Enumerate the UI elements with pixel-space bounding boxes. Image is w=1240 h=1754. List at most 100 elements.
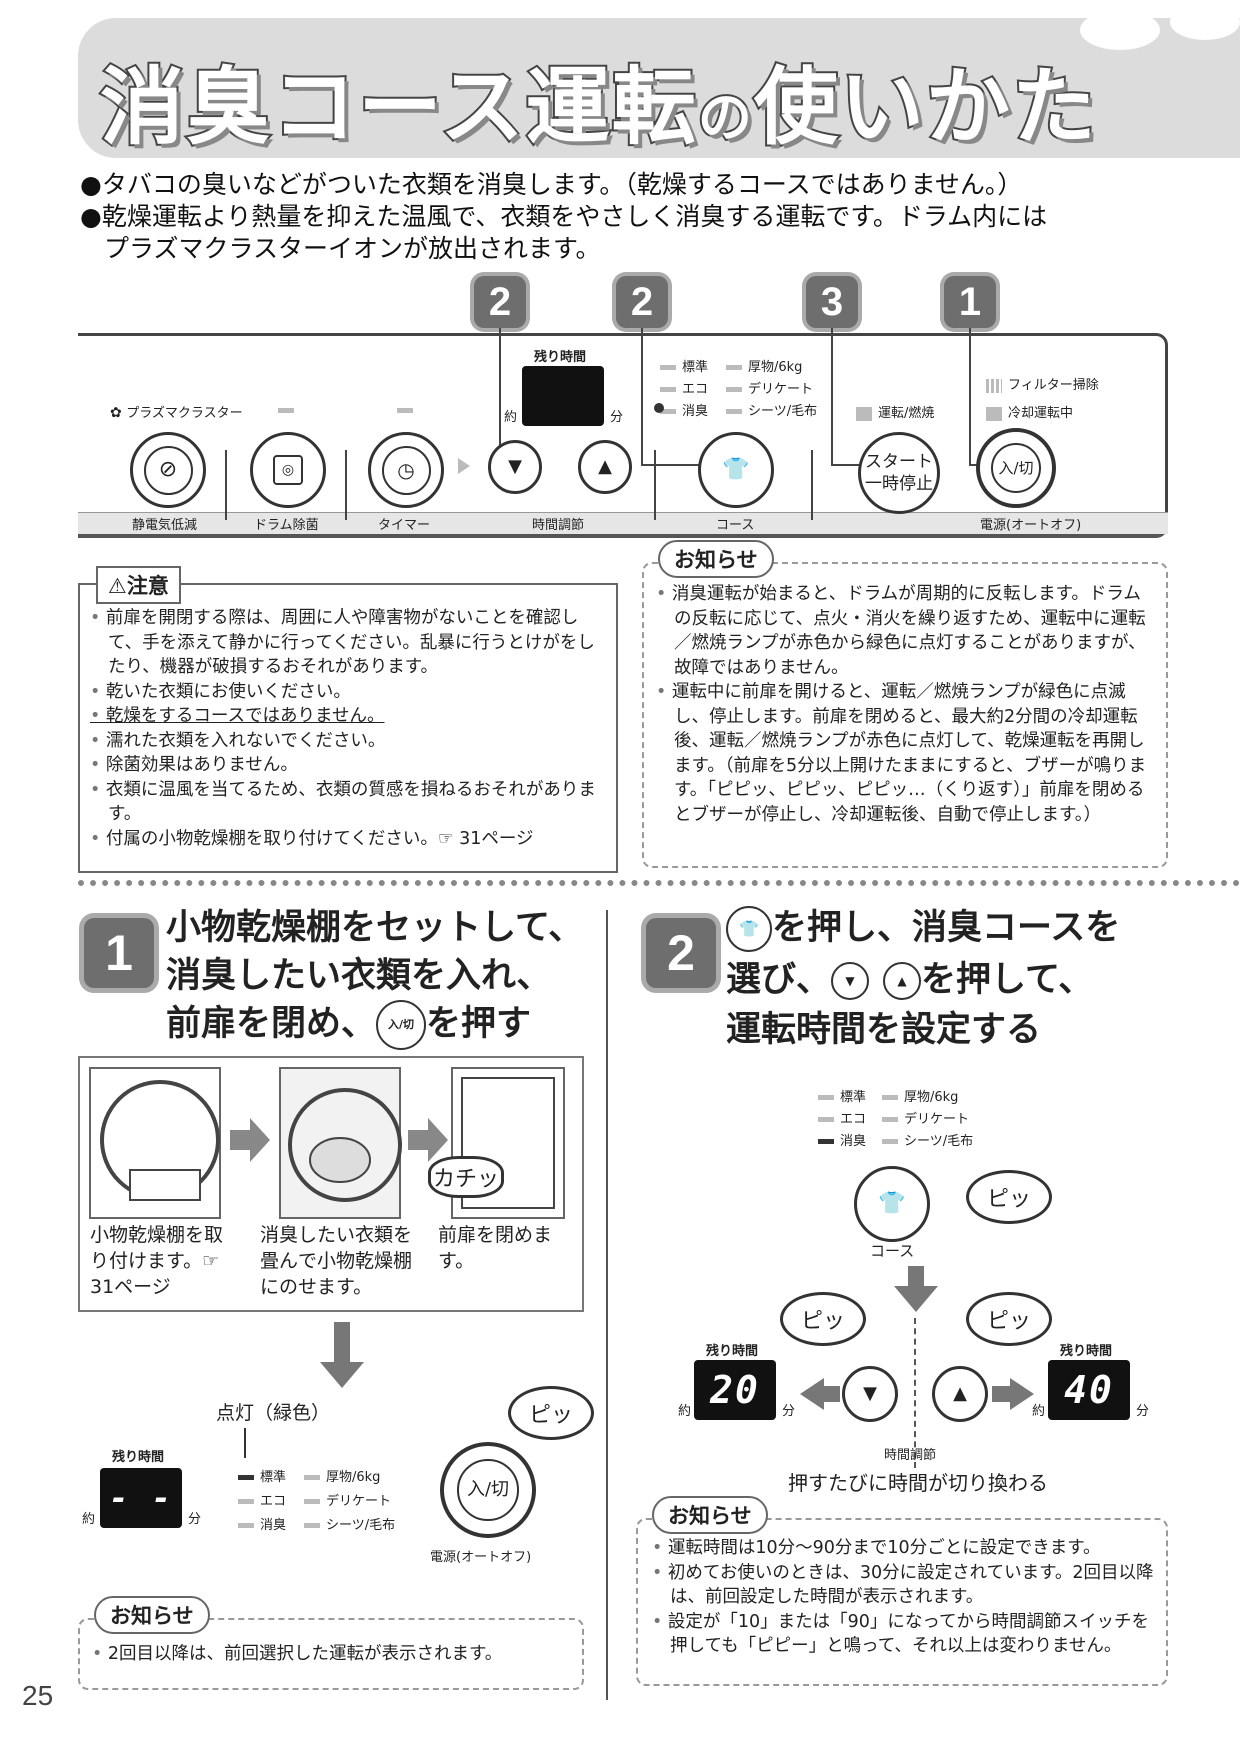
triangle-down-icon: ▼	[863, 1383, 877, 1404]
change-note: 押すたびに時間が切り換わる	[788, 1471, 1048, 1495]
start-label: スタート	[865, 452, 933, 472]
warning-icon: ⚠	[108, 574, 127, 598]
notice-box	[78, 1618, 584, 1690]
clock-icon: ◷	[381, 445, 431, 495]
power-auto-off-label: 電源(オートオフ)	[980, 518, 1082, 533]
caution-list: 前扉を開閉する際は、周囲に人や障害物がないことを確認して、手を添えて静かに行って…	[90, 606, 610, 851]
section-divider	[78, 880, 1240, 886]
panel-label-strip	[78, 512, 1168, 534]
course-led-sheets: シーツ/毛布	[304, 1514, 395, 1533]
notice-box	[642, 562, 1168, 868]
left-arrow	[800, 1378, 824, 1410]
minutes-label: 分	[782, 1404, 796, 1419]
approx-label: 約	[504, 410, 518, 425]
time-display	[522, 366, 604, 426]
center-dashed-line	[914, 1318, 916, 1468]
course-led-standard: 標準	[238, 1466, 286, 1485]
course-led-eco: エコ	[660, 378, 708, 397]
time-up-button[interactable]: ▲	[578, 440, 632, 494]
step-title-line: 選び、▼▲を押して、	[726, 960, 1094, 1000]
remaining-time-label: 残り時間	[112, 1450, 165, 1465]
time-down-button[interactable]: ▼	[488, 440, 542, 494]
title-band	[78, 18, 1240, 158]
beep-bubble: ピッ	[966, 1170, 1052, 1224]
caution-item: 衣類に温風を当てるため、衣類の質感を損ねるおそれがあります。	[90, 778, 610, 827]
caution-box	[78, 583, 618, 873]
notice-list: 消臭運転が始まると、ドラムが周期的に反転します。ドラムの反転に応じて、点火・消火…	[656, 582, 1158, 827]
start-pause-button[interactable]: スタート一時停止	[858, 432, 940, 514]
power-label: 入/切	[457, 1459, 519, 1521]
notice-item: 設定が「10」または「90」になってから時間調節スイッチを押しても「ピピー」と鳴…	[652, 1610, 1158, 1659]
time-up-button[interactable]: ▲	[932, 1366, 988, 1422]
course-led-delicate: デリケート	[726, 378, 813, 397]
filter-lamp: フィルター掃除	[986, 374, 1099, 393]
notice-item: 運転中に前扉を開けると、運転／燃焼ランプが緑色に点滅し、停止します。前扉を閉める…	[656, 680, 1158, 827]
notice-item: 消臭運転が始まると、ドラムが周期的に反転します。ドラムの反転に応じて、点火・消火…	[656, 582, 1158, 680]
course-led-standard: 標準	[818, 1086, 866, 1105]
approx-label: 約	[82, 1512, 96, 1527]
caption: 小物乾燥棚を取り付けます。☞ 31ページ	[90, 1224, 224, 1298]
caution-item-underlined: 乾燥をするコースではありません。	[90, 704, 610, 729]
step-badge: 2	[474, 276, 526, 328]
step-number: 1	[84, 918, 154, 988]
course-led-deodorize: 消臭	[238, 1514, 286, 1533]
display-value: - -	[109, 1479, 173, 1517]
caution-item: 前扉を開閉する際は、周囲に人や障害物がないことを確認して、手を添えて静かに行って…	[90, 606, 610, 680]
down-arrow-head	[894, 1286, 938, 1312]
power-auto-off-label: 電源(オートオフ)	[430, 1550, 532, 1565]
course-label: コース	[716, 518, 755, 533]
intro-line: ●乾燥運転より熱量を抑えた温風で、衣類をやさしく消臭する運転です。ドラム内には	[80, 202, 1048, 231]
shirt-icon: 👕	[722, 457, 750, 482]
time-down-button[interactable]: ▼	[842, 1366, 898, 1422]
power-button[interactable]: 入/切	[976, 428, 1056, 508]
triangle-up-icon: ▲	[883, 962, 922, 1000]
caution-heading: ⚠注意	[96, 566, 181, 604]
power-label: 入/切	[990, 442, 1042, 494]
triangle-up-icon: ▲	[953, 1383, 967, 1404]
power-button[interactable]: 入/切	[440, 1442, 536, 1538]
plasma-icon: ✿	[110, 405, 127, 421]
time-adjust-label: 時間調節	[532, 518, 585, 533]
course-button[interactable]: 👕	[854, 1166, 930, 1242]
caption: 前扉を閉めます。	[438, 1224, 553, 1272]
step-badge: 3	[806, 276, 858, 328]
cloud-decoration	[1170, 4, 1240, 40]
down-arrow	[334, 1322, 350, 1364]
course-led-standard: 標準	[660, 356, 708, 375]
static-reduce-button[interactable]: ⊘	[130, 432, 206, 508]
right-arrow	[1010, 1378, 1034, 1410]
display-value: 40	[1064, 1368, 1114, 1412]
page-number: 25	[22, 1680, 54, 1711]
step-badge: 1	[944, 276, 996, 328]
drying-rack-illustrations	[89, 1067, 565, 1219]
time-adjust-label: 時間調節	[884, 1448, 937, 1463]
step-number: 2	[646, 918, 716, 988]
drum-sanitize-button[interactable]: ◎	[250, 432, 326, 508]
timer-button[interactable]: ◷	[368, 432, 444, 508]
triangle-up-icon: ▲	[598, 456, 612, 477]
triangle-down-icon: ▼	[508, 456, 522, 477]
cloud-decoration	[1080, 10, 1160, 50]
approx-label: 約	[1032, 1404, 1046, 1419]
notice-heading: お知らせ	[94, 1596, 210, 1634]
static-reduce-label: 静電気低減	[132, 518, 198, 533]
approx-label: 約	[678, 1404, 692, 1419]
course-led-delicate: デリケート	[882, 1108, 969, 1127]
intro-line: プラズマクラスターイオンが放出されます。	[104, 234, 601, 263]
caption: 消臭したい衣類を畳んで小物乾燥棚にのせます。	[260, 1224, 413, 1298]
step-title-line: 👕を押し、消臭コースを	[726, 904, 1120, 952]
down-arrow	[908, 1266, 924, 1288]
notice-item: 初めてお使いのときは、30分に設定されています。2回目以降は、前回設定した時間が…	[652, 1561, 1158, 1610]
connector-dot	[654, 403, 664, 413]
shirt-icon: 👕	[726, 906, 772, 952]
course-led-heavy: 厚物/6kg	[726, 356, 802, 375]
step-title-line: 消臭したい衣類を入れ、	[166, 956, 552, 996]
column-divider	[606, 910, 608, 1700]
course-button[interactable]: 👕	[698, 432, 774, 508]
plasma-cluster-label: ✿ プラズマクラスター	[110, 405, 243, 421]
display-value: 20	[710, 1368, 760, 1412]
step-title-line: 小物乾燥棚をセットして、	[166, 908, 584, 948]
shirt-icon: 👕	[878, 1191, 906, 1216]
course-led-deodorize: 消臭	[660, 400, 708, 419]
course-label: コース	[870, 1242, 915, 1260]
